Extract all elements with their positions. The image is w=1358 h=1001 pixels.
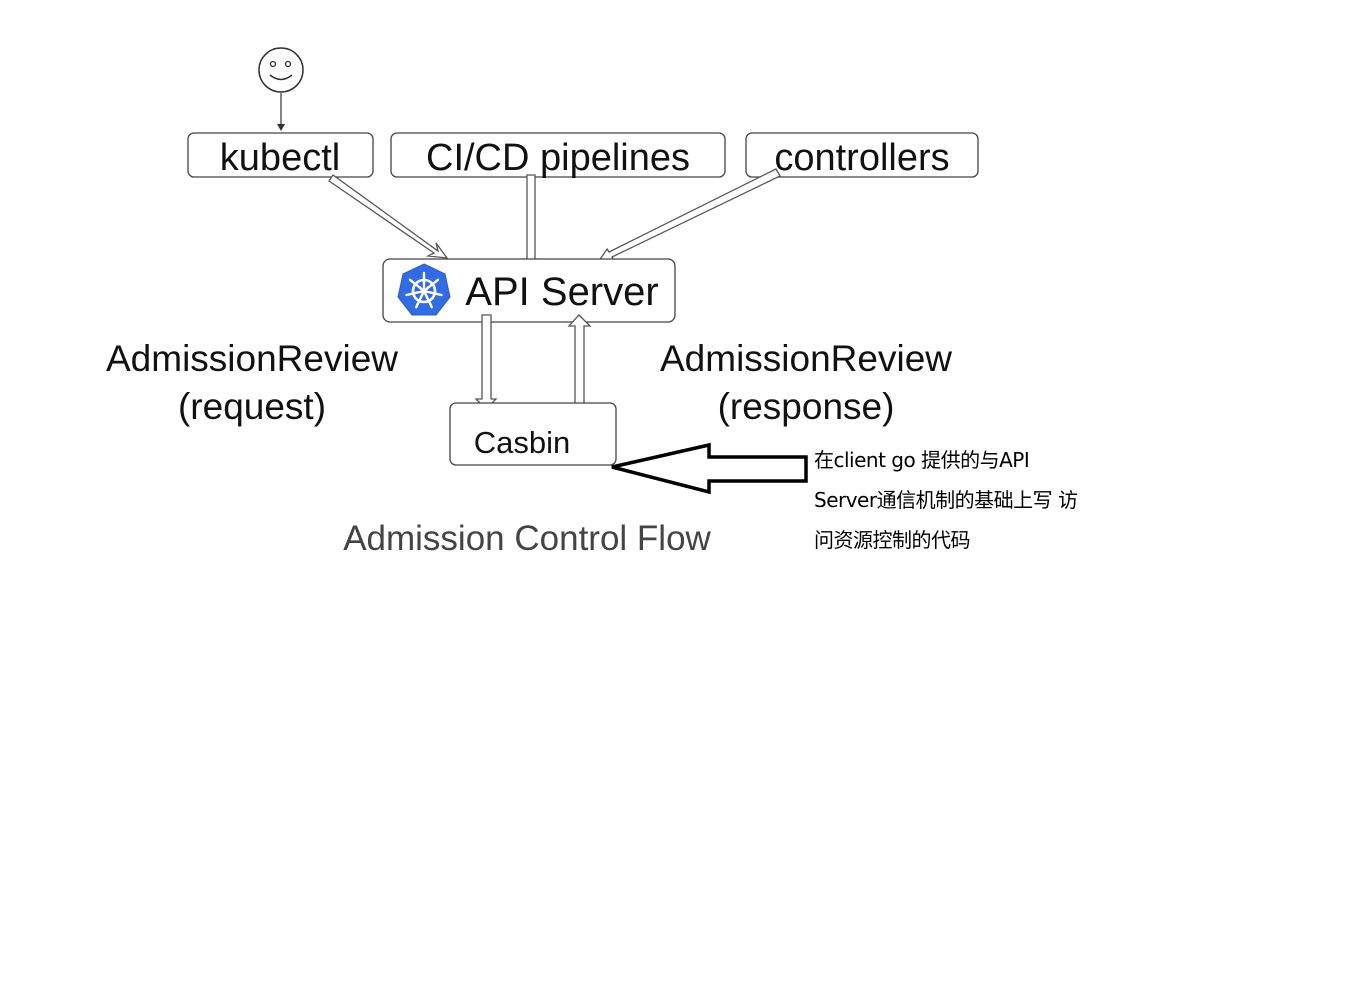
cicd-pipelines-box: CI/CD pipelines — [390, 132, 726, 179]
user-to-kubectl-arrow — [277, 93, 285, 131]
annotation-note-line1: 在client go 提供的与API — [814, 448, 1030, 472]
annotation-arrow — [611, 442, 808, 495]
admission-review-request-line1: AdmissionReview — [106, 338, 398, 379]
diagram-caption: Admission Control Flow — [343, 519, 711, 558]
cicd-to-api-arrow — [521, 174, 541, 268]
annotation-note-line3: 问资源控制的代码 — [814, 528, 971, 552]
api-server-box: API Server — [382, 258, 676, 323]
kubernetes-helm-icon — [397, 263, 451, 316]
kubectl-to-api-arrow — [328, 174, 449, 259]
response-arrow — [567, 314, 592, 409]
annotation-note: 在client go 提供的与API Server通信机制的基础上写 访 问资源… — [814, 440, 1114, 560]
request-arrow — [474, 314, 498, 410]
smiley-face-icon — [258, 47, 304, 93]
casbin-box: Casbin — [449, 402, 617, 466]
controllers-to-api-arrow — [595, 168, 781, 265]
kubectl-label: kubectl — [220, 137, 340, 179]
admission-review-response-line2: (response) — [718, 386, 895, 427]
admission-review-request-label: AdmissionReview (request) — [106, 338, 398, 427]
annotation-note-line2: Server通信机制的基础上写 访 — [814, 488, 1078, 512]
api-server-label: API Server — [465, 270, 658, 314]
admission-review-response-label: AdmissionReview (response) — [660, 338, 952, 427]
casbin-label: Casbin — [474, 425, 571, 460]
admission-review-response-line1: AdmissionReview — [660, 338, 952, 379]
admission-review-request-line2: (request) — [178, 386, 326, 427]
kubectl-box: kubectl — [187, 132, 374, 179]
controllers-label: controllers — [774, 137, 949, 179]
cicd-pipelines-label: CI/CD pipelines — [426, 137, 690, 179]
controllers-box: controllers — [745, 132, 979, 179]
